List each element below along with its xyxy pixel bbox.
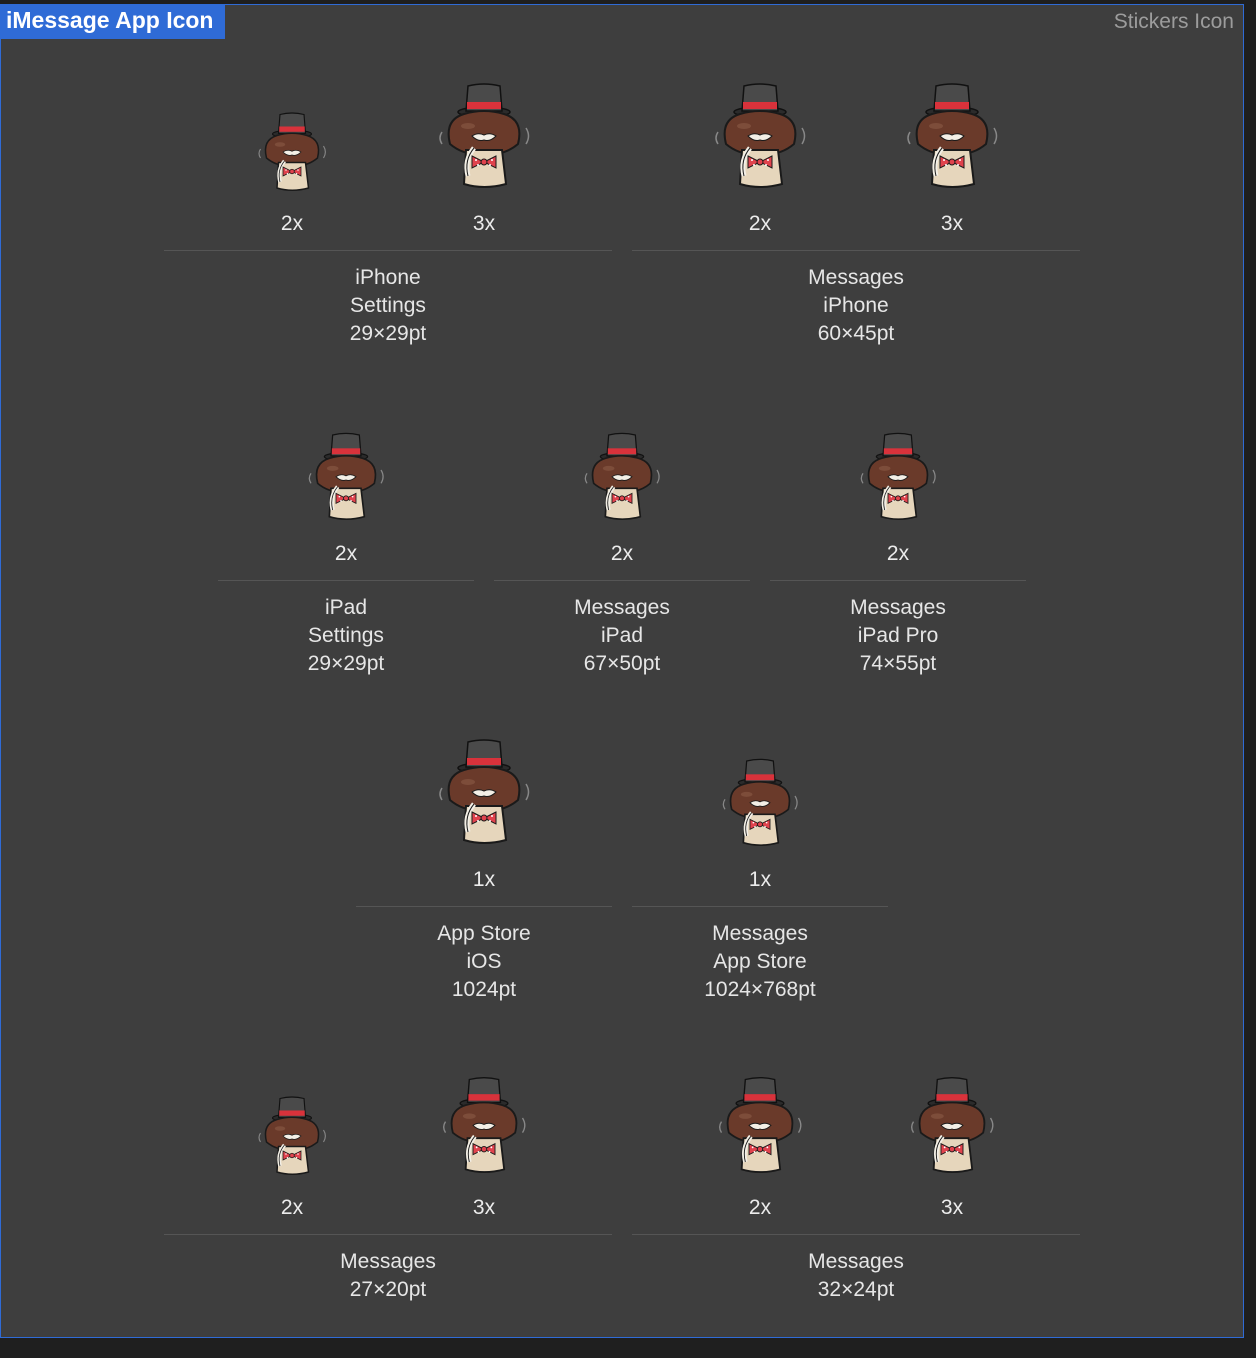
mushroom-gentleman-icon[interactable] bbox=[848, 430, 948, 530]
group-divider bbox=[632, 906, 888, 907]
mushroom-gentleman-icon[interactable] bbox=[424, 736, 544, 856]
caption-line: 60×45pt bbox=[817, 322, 895, 345]
mushroom-gentleman-icon[interactable] bbox=[296, 430, 396, 530]
caption-line: Messages bbox=[340, 1250, 436, 1273]
caption-line: iPhone bbox=[823, 294, 889, 317]
caption-line: 67×50pt bbox=[583, 652, 661, 675]
tab-stickers-icon[interactable]: Stickers Icon bbox=[1113, 10, 1234, 33]
caption-line: App Store bbox=[437, 922, 531, 945]
icon-group-caption: Messages iPad Pro 74×55pt bbox=[770, 594, 1026, 678]
group-divider bbox=[164, 250, 612, 251]
caption-line: iPad bbox=[600, 624, 644, 647]
scale-label: 3x bbox=[472, 212, 496, 235]
group-divider bbox=[164, 1234, 612, 1235]
mushroom-gentleman-icon[interactable] bbox=[247, 110, 337, 200]
caption-line: 74×55pt bbox=[859, 652, 937, 675]
caption-line: Messages bbox=[712, 922, 808, 945]
scale-label: 1x bbox=[472, 868, 496, 891]
icon-group-caption: App Store iOS 1024pt bbox=[356, 920, 612, 1004]
caption-line: iPhone bbox=[355, 266, 421, 289]
mushroom-gentleman-icon[interactable] bbox=[572, 430, 672, 530]
caption-line: App Store bbox=[713, 950, 807, 973]
scale-label: 2x bbox=[334, 542, 358, 565]
mushroom-gentleman-icon[interactable] bbox=[429, 1074, 539, 1184]
caption-line: Settings bbox=[308, 624, 384, 647]
icon-group-caption: Messages iPhone 60×45pt bbox=[632, 264, 1080, 348]
scale-label: 2x bbox=[280, 212, 304, 235]
caption-line: Messages bbox=[808, 266, 904, 289]
mushroom-gentleman-icon[interactable] bbox=[710, 756, 810, 856]
mushroom-gentleman-icon[interactable] bbox=[892, 80, 1012, 200]
caption-line: iOS bbox=[466, 950, 502, 973]
group-divider bbox=[218, 580, 474, 581]
caption-line: 1024pt bbox=[451, 978, 517, 1001]
tab-imessage-app-icon[interactable]: iMessage App Icon bbox=[0, 4, 226, 39]
icon-set-panel bbox=[0, 4, 1244, 1338]
scale-label: 1x bbox=[748, 868, 772, 891]
group-divider bbox=[770, 580, 1026, 581]
icon-group-caption: Messages iPad 67×50pt bbox=[494, 594, 750, 678]
scale-label: 2x bbox=[886, 542, 910, 565]
scale-label: 2x bbox=[280, 1196, 304, 1219]
mushroom-gentleman-icon[interactable] bbox=[700, 80, 820, 200]
mushroom-gentleman-icon[interactable] bbox=[247, 1094, 337, 1184]
group-divider bbox=[356, 906, 612, 907]
caption-line: iPad bbox=[324, 596, 368, 619]
scale-label: 2x bbox=[748, 1196, 772, 1219]
group-divider bbox=[632, 1234, 1080, 1235]
group-divider bbox=[632, 250, 1080, 251]
scale-label: 2x bbox=[748, 212, 772, 235]
scale-label: 2x bbox=[610, 542, 634, 565]
mushroom-gentleman-icon[interactable] bbox=[897, 1074, 1007, 1184]
caption-line: iPad Pro bbox=[857, 624, 939, 647]
caption-line: Messages bbox=[574, 596, 670, 619]
caption-line: 29×29pt bbox=[349, 322, 427, 345]
caption-line: 27×20pt bbox=[349, 1278, 427, 1301]
caption-line: Messages bbox=[850, 596, 946, 619]
caption-line: Messages bbox=[808, 1250, 904, 1273]
mushroom-gentleman-icon[interactable] bbox=[424, 80, 544, 200]
scale-label: 3x bbox=[940, 1196, 964, 1219]
scale-label: 3x bbox=[472, 1196, 496, 1219]
caption-line: Settings bbox=[350, 294, 426, 317]
scale-label: 3x bbox=[940, 212, 964, 235]
caption-line: 1024×768pt bbox=[704, 978, 816, 1001]
group-divider bbox=[494, 580, 750, 581]
mushroom-gentleman-icon[interactable] bbox=[705, 1074, 815, 1184]
icon-group-caption: Messages 27×20pt bbox=[164, 1248, 612, 1304]
icon-group-caption: Messages 32×24pt bbox=[632, 1248, 1080, 1304]
caption-line: 29×29pt bbox=[307, 652, 385, 675]
caption-line: 32×24pt bbox=[817, 1278, 895, 1301]
